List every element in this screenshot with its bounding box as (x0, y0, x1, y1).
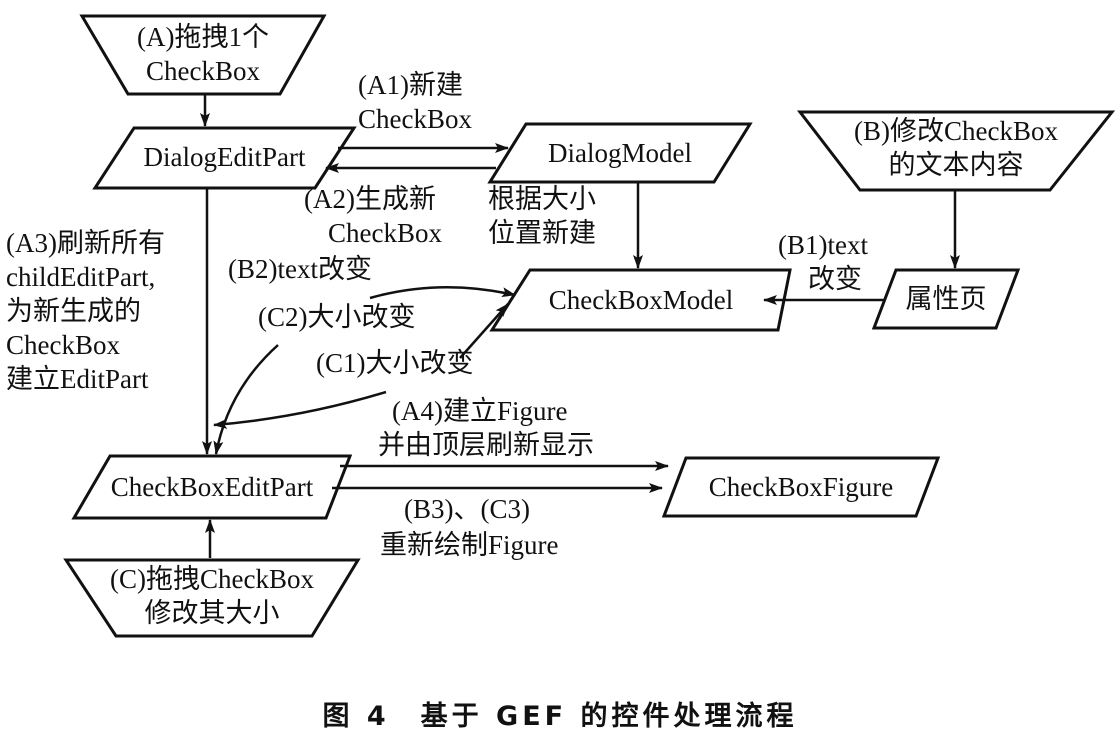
edge-b1-line1: (B1)text (778, 230, 868, 260)
edge-a4-line2: 并由顶层刷新显示 (378, 430, 594, 460)
checkbox-edit-part-shape (71, 454, 353, 520)
start-c-line1: (C)拖拽CheckBox (110, 564, 314, 594)
edge-b1-line2: 改变 (808, 264, 862, 294)
arrow-b2-c2 (369, 285, 516, 300)
start-c-shape (63, 558, 361, 638)
property-page-label: 属性页 (905, 284, 987, 314)
dialog-model-label: DialogModel (548, 138, 692, 168)
edge-model-create-line1: 根据大小 (488, 184, 596, 214)
edge-a3-line5: 建立EditPart (6, 364, 149, 394)
checkbox-model-label: CheckBoxModel (548, 285, 734, 315)
checkbox-figure-shape (661, 456, 941, 518)
start-a-line1: (A)拖拽1个 (137, 22, 269, 52)
checkbox-figure-label: CheckBoxFigure (708, 472, 894, 502)
edge-b2-label: (B2)text改变 (228, 254, 372, 284)
edge-a2-line1: (A2)生成新 (304, 184, 436, 214)
start-a-shape (79, 14, 327, 96)
start-c-line2: 修改其大小 (144, 598, 280, 628)
checkbox-edit-part-label: CheckBoxEditPart (110, 472, 314, 502)
start-b-line1: (B)修改CheckBox (854, 116, 1058, 146)
edge-a2-line2: CheckBox (328, 218, 442, 248)
property-page-shape (871, 268, 1021, 330)
edge-c1-label: (C1)大小改变 (316, 348, 474, 378)
dialog-edit-part-label: DialogEditPart (143, 142, 306, 172)
edge-a1-line1: (A1)新建 (358, 70, 463, 100)
edge-a1-line2: CheckBox (358, 104, 472, 134)
dialog-model-shape (487, 122, 753, 184)
start-b-shape (796, 110, 1116, 192)
start-b-line2: 的文本内容 (888, 150, 1024, 180)
edge-model-create-line2: 位置新建 (488, 218, 596, 248)
figure-caption: 图 4 基于 GEF 的控件处理流程 (322, 701, 798, 732)
arrow-c1 (459, 303, 509, 359)
start-a-line2: CheckBox (146, 56, 260, 86)
edge-a4-line1: (A4)建立Figure (392, 396, 568, 426)
edge-a3-line4: CheckBox (6, 330, 120, 360)
edge-c2-label: (C2)大小改变 (258, 302, 416, 332)
edge-b3c3-line1: (B3)、(C3) (404, 494, 530, 524)
edge-b3c3-line2: 重新绘制Figure (380, 530, 559, 560)
arrow-c2-to-edit-part (213, 344, 279, 455)
edge-a3-line1: (A3)刷新所有 (6, 228, 165, 258)
edge-a3-line3: 为新生成的 (6, 296, 141, 326)
dialog-edit-part-shape (92, 126, 357, 190)
edge-a3-line2: childEditPart, (6, 262, 156, 292)
arrow-c1-to-edit-part (213, 390, 387, 429)
